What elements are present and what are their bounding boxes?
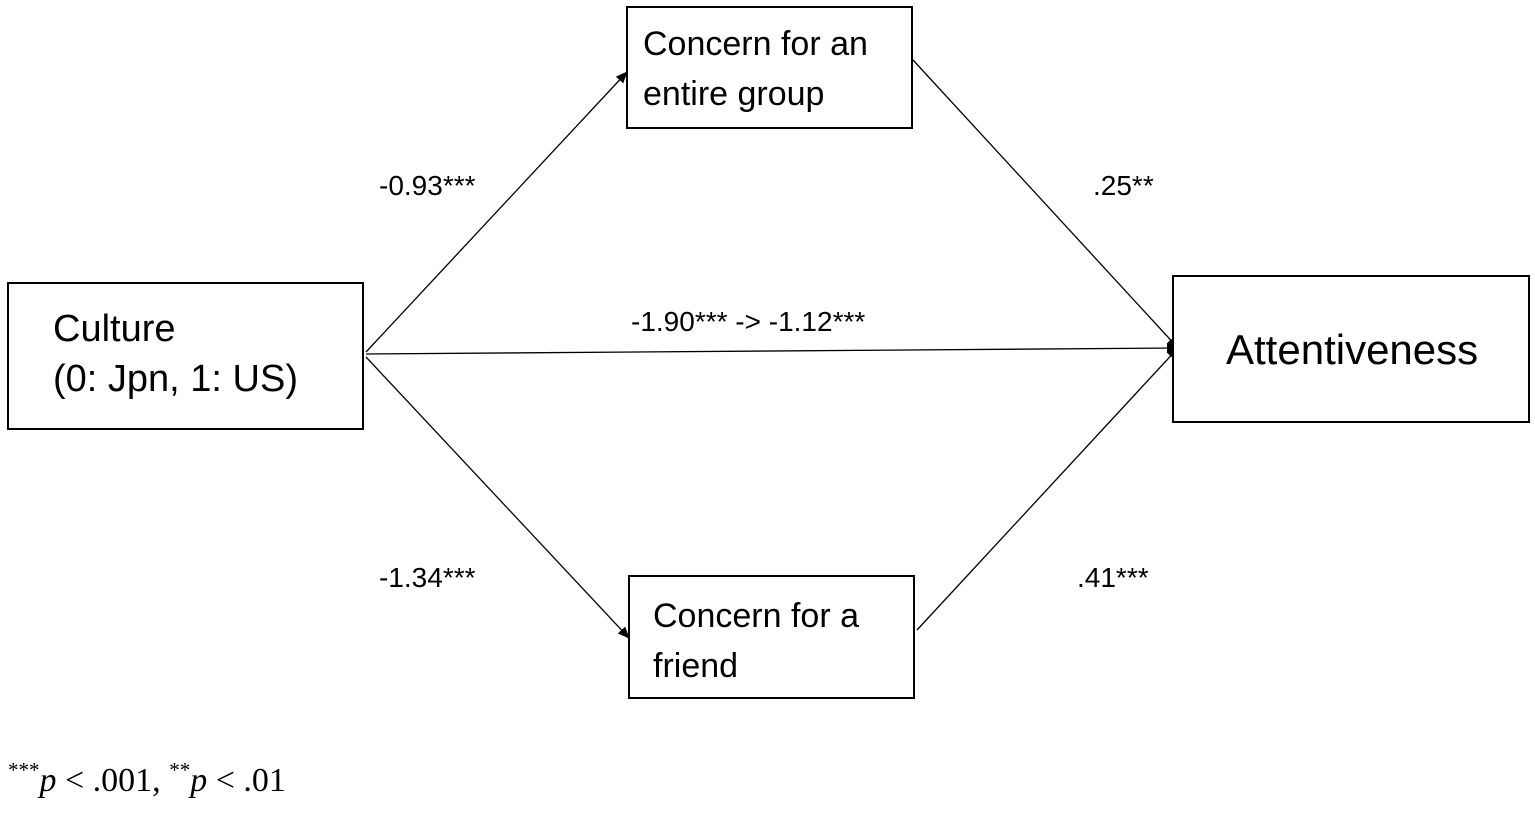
coef-culture-friend: -1.34***	[379, 562, 476, 593]
arrow-friend-to-attentiveness	[916, 347, 1179, 631]
node-concern-friend-line2: friend	[653, 647, 739, 685]
node-concern-group-line2: entire group	[643, 75, 825, 113]
significance-footnote: ***p < .001, **p < .01	[8, 760, 286, 800]
node-attentiveness-label: Attentiveness	[1226, 326, 1479, 373]
node-culture: Culture (0: Jpn, 1: US)	[7, 282, 364, 430]
footnote-threshold-1: < .001,	[56, 762, 170, 799]
coef-group-attentiveness: .25**	[1093, 170, 1154, 201]
coef-culture-group: -0.93***	[379, 170, 476, 201]
node-concern-friend: Concern for a friend	[628, 575, 915, 699]
footnote-stars-1: ***	[8, 758, 40, 782]
node-concern-group: Concern for an entire group	[626, 6, 913, 129]
footnote-p-1: p	[39, 762, 57, 799]
arrow-culture-to-friend	[365, 356, 630, 639]
footnote-p-2: p	[190, 762, 208, 799]
coef-culture-attentiveness: -1.90*** -> -1.12***	[631, 306, 866, 337]
node-culture-line1: Culture	[53, 308, 176, 350]
arrow-culture-to-group	[365, 71, 628, 353]
footnote-threshold-2: < .01	[207, 762, 286, 799]
node-attentiveness: Attentiveness	[1172, 275, 1530, 423]
arrow-group-to-attentiveness	[912, 59, 1179, 349]
coef-friend-attentiveness: .41***	[1077, 562, 1149, 593]
node-concern-friend-line1: Concern for a	[653, 597, 859, 635]
node-concern-group-line1: Concern for an	[643, 25, 868, 63]
node-culture-line2: (0: Jpn, 1: US)	[53, 358, 298, 400]
footnote-stars-2: **	[169, 758, 191, 782]
arrow-culture-to-attentiveness	[365, 343, 1179, 355]
